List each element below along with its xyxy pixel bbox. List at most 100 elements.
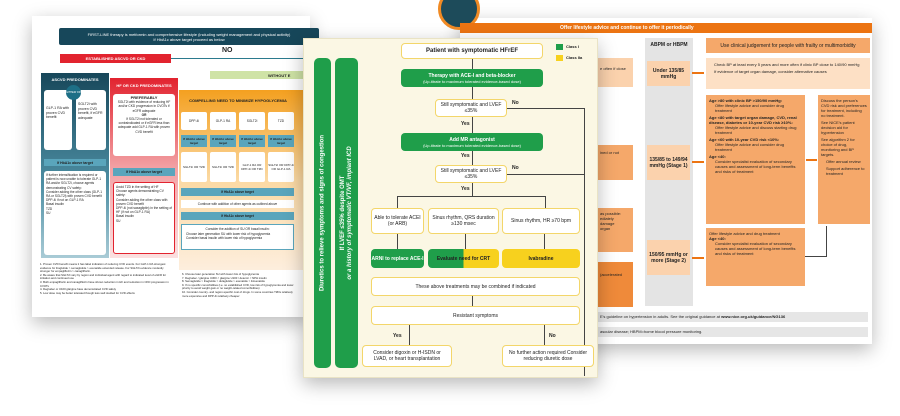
header-text: FIRST-LINE therapy is metformin and comp… [87,31,291,37]
footnote: 10. Consider country- and region-specifi… [182,289,293,298]
under-135-box: Under 135/85 mmHg [647,61,690,86]
ascvd-option: GLP-1 RA with proven CVD benefit [44,90,72,150]
legend-class-i-label: Class I [566,44,579,49]
hba1c-bar: If HbA1c above target [113,168,175,176]
hba1c-bar: If HbA1c above target [210,135,236,147]
legend-class-iia-label: Class IIa [566,55,583,60]
partial-text: organ [600,226,611,231]
hf-text: If SGLT2i not tolerated or contraindicat… [118,117,170,134]
no-label: No [512,100,519,106]
check-item: Check BP at least every 5 years and more… [714,62,860,67]
stage1-box: 135/85 to 149/94 mmHg (Stage 1) [647,145,690,180]
connector-line [171,58,316,59]
no-label: No [549,333,556,339]
footnote: 8. Semaglutide > liraglutide > dulagluti… [182,279,265,284]
connector-line [545,196,546,208]
combined-box: These above treatments may be combined i… [371,277,580,296]
partial-box: (accelerated [598,262,633,307]
drug-box: SGLT2i [239,112,265,130]
digoxin-box: Consider digoxin or H-ISDN or LVAD, or h… [362,345,452,367]
crt-box: Evaluate need for CRT [428,249,499,268]
footnote: 1. Proven CVD benefit means it has label… [40,262,166,274]
step-title: Add MR antagonist [449,136,495,143]
connector-line [544,325,545,345]
partial-box: e often if close [598,58,633,87]
age-heading: Age >80 with clinic BP >150/90 mmHg: [709,98,783,103]
hba1c-bar: If HbA1c above target [181,212,294,220]
connector-line [465,234,466,249]
hf-bullet: Basal insulin [116,214,134,219]
connector-line [397,196,398,208]
condition-qrs-box: Sinus rhythm, QRS duration ≥130 msec [428,208,499,234]
lifestyle-banner: Offer lifestyle advice and continue to o… [460,23,872,33]
check-bp-box: Check BP at least every 5 years and more… [706,58,870,89]
condition-acei-box: Able to tolerate ACEI (or ARB) [371,208,424,234]
hba1c-bar: If HbA1c above target [44,159,106,166]
footnote: 6. Choose later generation SU with lower… [182,272,259,276]
resistant-symptoms-box: Resistant symptoms [371,306,580,325]
age-heading: Age <60 with 10-year CVD risk <10%: [709,137,780,142]
check-item: If evidence of target organ damage, cons… [714,69,827,74]
age-recommendations-box: Age >80 with clinic BP >150/90 mmHg: Offe… [706,95,805,224]
hba1c-bar: If HbA1c above target [181,188,294,196]
step-subtitle: (Up-titrate to maximum tolerated evidenc… [423,142,521,148]
no-label: NO [222,47,233,54]
hypertension-guideline-page: Offer lifestyle advice and continue to o… [438,0,872,344]
second-line-box: SGLT2i OR TZD [210,152,236,182]
connector-line [472,151,473,165]
consider-box: Consider the addition of SU OR basal ins… [181,224,294,250]
stage2-recommendations-box: Offer lifestyle advice and drug treatmen… [706,228,805,286]
footnote: 5. Low dose may be better tolerated thou… [40,290,135,295]
second-line-box: GLP-1 RA OR DPP-4i OR TZD [239,152,265,182]
condition-hr-box: Sinus rhythm, HR ≥70 bpm [502,208,580,234]
hf-bullet: Choose agents demonstrating CV safety: [116,189,164,198]
consider-text: Consider the addition of SU OR basal ins… [205,227,270,231]
arrow-icon [692,72,704,74]
yes-label: Yes [461,121,470,127]
second-line-box: SGLT2i OR DPP-4i OR GLP-1 RA [268,152,294,182]
no-label: No [512,165,519,171]
connector-line [472,87,473,99]
connector-line [472,296,473,306]
check-lvef-box-2: Still symptomatic and LVEF ≤35% [435,165,507,183]
no-further-action-box: No further action required Consider redu… [502,345,594,367]
ascvd-column: ASCVD PREDOMINATES GLP-1 RA with proven … [41,73,109,258]
connector-line [544,234,545,249]
stage2-box: 150/95 mmHg or more (Stage 2) [647,240,690,275]
step-subtitle: (Up-titrate to maximum tolerated evidenc… [423,78,521,84]
either-or-badge: EITHER/ OR [66,85,81,100]
hba1c-bar: If HbA1c above target [181,135,207,147]
heart-failure-algorithm-page: Diuretics to relieve symptoms and signs … [303,38,598,378]
hf-pref: PREFERABLY [130,95,158,100]
ivabradine-box: Ivabradine [502,249,580,268]
partial-box: ined or not [598,145,633,180]
partial-text: ediately [600,216,614,221]
footnote-text: E's guideline on hypertension in adults.… [600,314,720,319]
drug-box: TZD [268,112,294,130]
connector-line [584,108,585,376]
footnote: 7. Degludec / glargine U300 < glargine U… [182,275,267,280]
hba1c-bar: If HbA1c above target [268,135,294,147]
first-line-header: FIRST-LINE therapy is metformin and comp… [59,28,319,45]
connector-line [472,117,473,133]
stage2-lead: Offer lifestyle advice and drug treatmen… [709,231,780,236]
hf-bullet: SU [116,218,121,223]
discuss-text: Discuss the person's CVD risk and prefer… [821,98,867,118]
hypo-title: COMPELLING NEED TO MINIMIZE HYPOGLYCEMIA [189,97,287,103]
guidance-link[interactable]: www.nice.org.uk/guidance/NG136 [721,314,786,319]
discuss-bullet: Offer annual review [826,159,861,164]
drug-box: DPP-4i [181,112,207,130]
age-heading: Age <40: [709,154,726,159]
hf-title: HF OR CKD PREDOMINATES [116,82,172,88]
connector-line [507,174,584,175]
mr-antagonist-box: Add MR antagonist(Up-titrate to maximum … [401,133,543,151]
header-subtext: If HbA1c above target proceed as below [153,36,225,42]
connector-line [805,256,827,257]
age-item: Offer lifestyle advice and discuss start… [715,125,797,135]
footnote: 3. Both empagliflozin and canagliflozin … [40,279,169,288]
diabetes-guideline-page: FIRST-LINE therapy is metformin and comp… [32,16,320,317]
legend-class-i-swatch [556,44,563,50]
drug-box: GLP-1 RA [210,112,236,130]
